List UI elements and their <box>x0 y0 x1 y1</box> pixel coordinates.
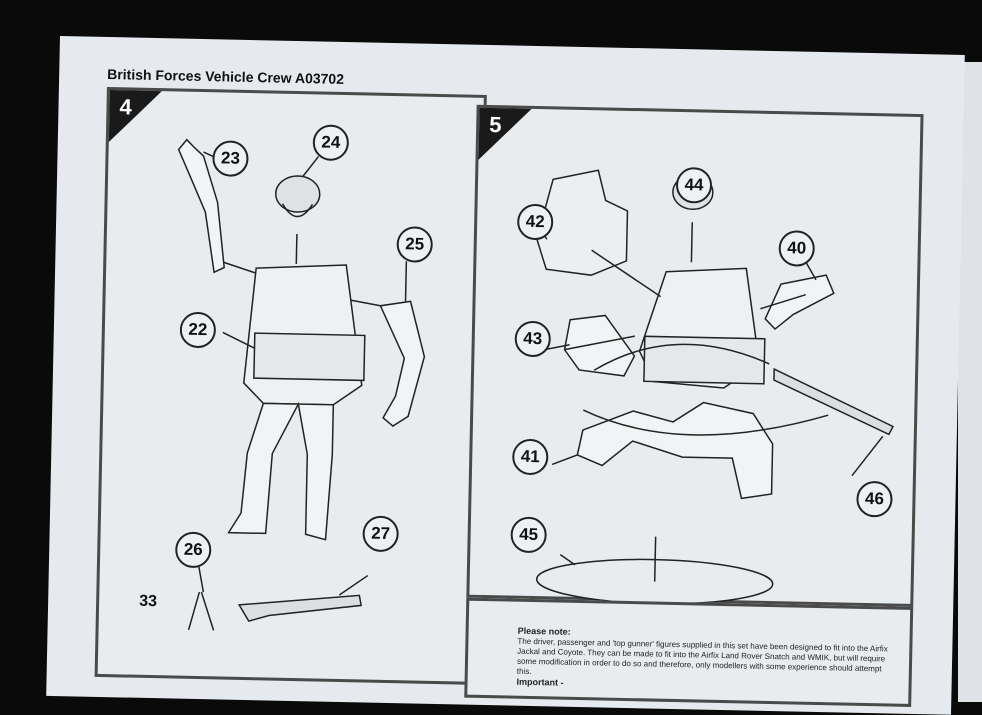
arrow-23 <box>224 261 257 274</box>
figure-legs <box>227 401 335 541</box>
part-23-arm <box>177 138 225 274</box>
sheet-title: British Forces Vehicle Crew A03702 <box>107 65 345 87</box>
part-24-helmet <box>274 175 321 213</box>
note-text-block: Please note: The driver, passenger and '… <box>516 626 897 696</box>
part-27-gun <box>237 594 363 622</box>
part-42-pack <box>536 169 629 276</box>
step-4-panel: 4 <box>94 86 487 685</box>
part-40-arm <box>764 274 835 331</box>
part-41-legs <box>576 401 774 500</box>
arrow-25 <box>350 299 381 307</box>
note-important-heading: Important - <box>516 676 564 688</box>
step-5-panel: 5 <box>466 104 924 607</box>
step-5-figure-drawing <box>535 169 895 605</box>
part-46-rifle <box>773 367 895 436</box>
part-26-bipod <box>187 591 215 631</box>
callout-33: 33 <box>139 592 158 611</box>
part-43-arm <box>563 314 636 377</box>
arrow-24 <box>295 233 298 265</box>
part-25-arm <box>379 300 426 427</box>
instruction-sheet: British Forces Vehicle Crew A03702 4 <box>46 36 965 715</box>
step-4-figure-drawing <box>177 138 426 631</box>
note-heading: Please note: <box>517 625 571 637</box>
